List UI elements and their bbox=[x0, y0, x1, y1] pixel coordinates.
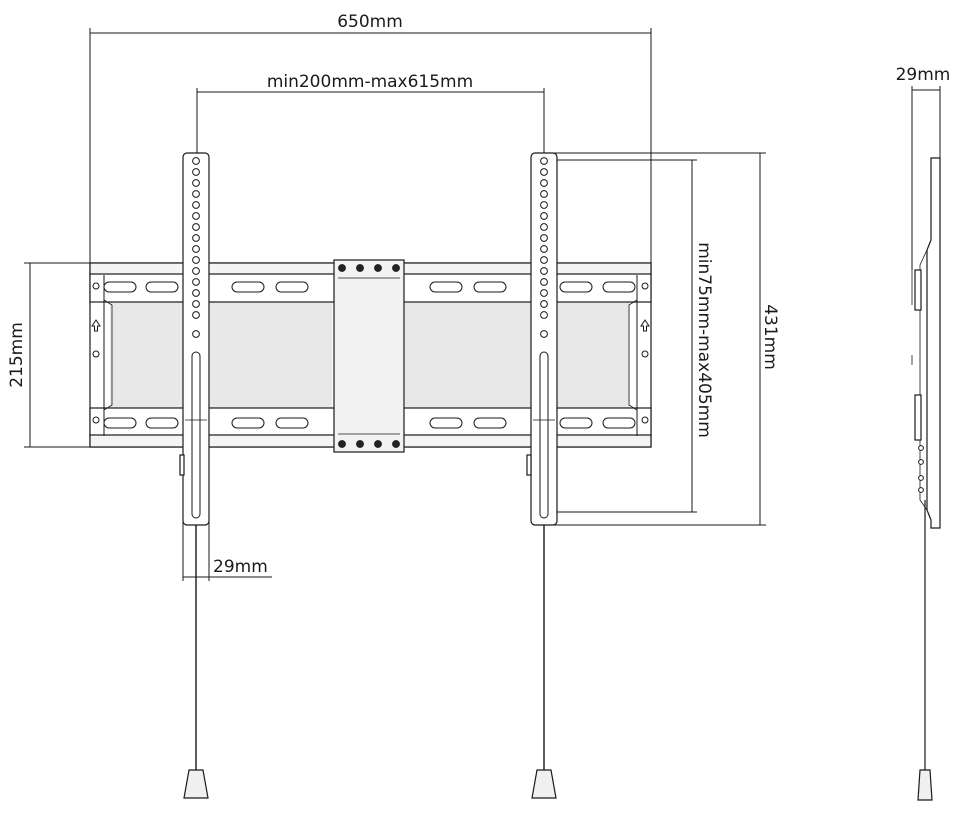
safety-cord-icon bbox=[183, 525, 209, 799]
side-depth-label: 29mm bbox=[896, 65, 951, 85]
overall-width-label: 650mm bbox=[337, 12, 403, 32]
side-view bbox=[911, 157, 941, 801]
hole-spacing-horizontal-label: min200mm-max615mm bbox=[267, 72, 473, 92]
hole-spacing-vertical-label: min75mm-max405mm bbox=[694, 242, 714, 438]
screw-icon bbox=[338, 264, 400, 448]
left-arm bbox=[179, 152, 210, 526]
right-arm-holes bbox=[540, 157, 548, 338]
wall-plate-slots-top bbox=[103, 281, 636, 293]
right-arm bbox=[526, 152, 558, 526]
safety-cord-icon bbox=[531, 525, 557, 799]
dimension-arm-length: 431mm bbox=[550, 152, 780, 526]
dimension-hole-spacing-horizontal: min200mm-max615mm bbox=[196, 72, 545, 158]
arm-width-label: 29mm bbox=[213, 557, 268, 577]
wall-plate-height-label: 215mm bbox=[7, 322, 27, 388]
dimension-overall-width: 650mm bbox=[89, 12, 652, 265]
dimension-wall-plate-height: 215mm bbox=[7, 262, 92, 448]
dimension-arm-width: 29mm bbox=[182, 520, 272, 581]
wall-plate-slots-bottom bbox=[103, 417, 636, 429]
arm-length-label: 431mm bbox=[760, 304, 780, 370]
dimension-side-depth: 29mm bbox=[896, 65, 951, 270]
up-arrow-icon bbox=[640, 319, 650, 332]
dimension-hole-spacing-vertical: min75mm-max405mm bbox=[548, 159, 714, 513]
up-arrow-icon bbox=[91, 319, 101, 332]
center-plate bbox=[333, 259, 405, 453]
left-arm-holes bbox=[192, 157, 200, 338]
